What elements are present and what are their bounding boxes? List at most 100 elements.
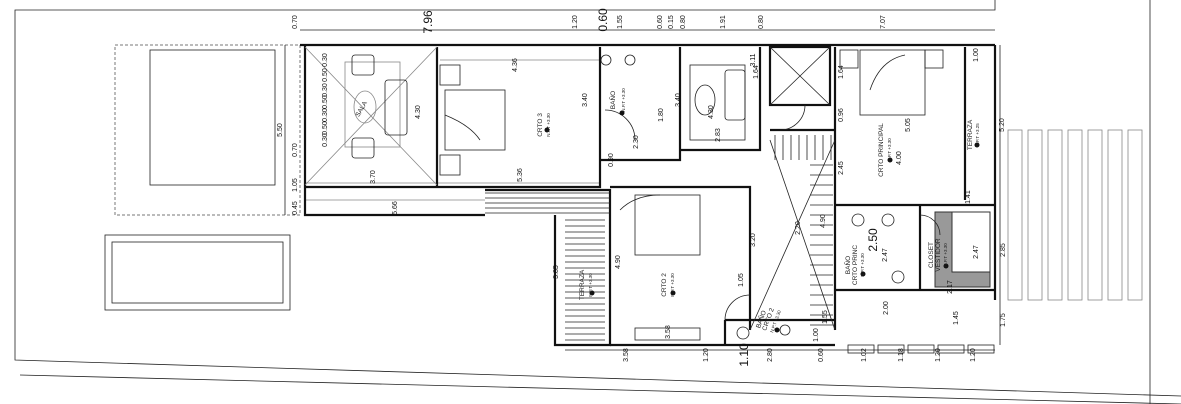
dimension-label: 3.40 [582,93,589,107]
dimension-label: 2.17 [947,280,954,294]
void-marks [304,46,836,331]
dimension-label: 0.80 [758,15,765,29]
level-closet: N.P.T +3.30 [943,243,948,267]
facade-slat [1127,129,1143,301]
dimension-label: 5.05 [905,118,912,132]
dimension-label: 2.20 [795,221,802,235]
dimension-label: 0.15 [668,15,675,29]
dimension-label: 3.70 [370,170,377,184]
room-label-closet: CLOSET [928,242,935,268]
dimension-label: 1.20 [970,348,977,362]
dimension-label: 2.80 [767,348,774,362]
dimension-label: 0.45 [292,201,299,215]
dimension-label: 1.02 [861,348,868,362]
dimension-lines [284,29,1001,351]
level-crto3: N.P.T +3.30 [546,113,551,137]
dimension-label: 4.90 [615,255,622,269]
dimension-label: 4.90 [820,214,827,228]
facade-slat [1107,129,1123,301]
window-sill [877,344,905,354]
level-markers [544,110,980,333]
dimension-label: 0.30 [322,108,329,122]
armchair [351,54,375,76]
doors [604,104,941,321]
dimension-label: 1.05 [738,273,745,287]
dimension-label: 4.36 [512,58,519,72]
window-sill [907,344,935,354]
dimension-label: 3.58 [665,325,672,339]
room-label-terraza: TERRAZA [967,119,974,150]
dimension-label: 1.64 [753,65,760,79]
sofa [724,69,746,121]
dimension-label: 1.55 [822,310,829,324]
level-terraza: N.P.T +3.25 [975,123,980,147]
dimension-label: 0.50 [322,68,329,82]
window-sill [937,344,965,354]
sofa [384,79,408,136]
dimension-label: 4.00 [896,151,903,165]
dimension-label: 5.50 [277,123,284,137]
dimension-label: 1.45 [953,311,960,325]
bed-principal [859,49,926,116]
dimension-label: 2.85 [1000,243,1007,257]
dimension-label: 0.30 [322,83,329,97]
dimension-label: 1.75 [1000,313,1007,327]
dimension-label: 0.60 [818,348,825,362]
dimension-label: 0.70 [292,143,299,157]
room-label-bano-principal: BAÑO [843,256,852,274]
dimension-label: 0.50 [322,121,329,135]
sink [600,54,612,66]
dimension-label: 2.47 [882,248,889,262]
staircase [485,135,833,341]
dimension-label: 0.50 [322,95,329,109]
dimension-label: 4.30 [708,105,715,119]
room-label-crto2: CRTO 2 [661,273,668,297]
dimension-label: 0.30 [322,53,329,67]
dimension-label: 0.30 [322,133,329,147]
dimension-label: 1.05 [292,178,299,192]
lot-boundary [14,0,1181,404]
dimension-label: 1.91 [720,15,727,29]
dimension-label: 0.80 [680,15,687,29]
facade-slat [1067,129,1083,301]
room-labels: SALA CRTO 3 N.P.T +3.30 BAÑO N.P.T +3.30… [355,88,980,334]
dimension-label: 5.20 [999,118,1006,132]
dimension-label: 1.55 [617,15,624,29]
dimension-label: 1.10 [737,343,751,367]
facade-slats [847,129,1143,354]
level-crto2: N.P.T +3.30 [670,273,675,297]
dimension-label: 1.20 [572,15,579,29]
facade-slat [1007,129,1023,301]
window-sill [847,344,875,354]
dimension-label: 1.20 [703,348,710,362]
bed-crto2 [634,194,701,256]
dimension-label: 7.96 [421,10,435,34]
dimension-label: 0.60 [657,15,664,29]
toilet [624,54,636,66]
room-label-crto3: CRTO 3 [537,113,544,137]
dimension-label: 1.41 [965,190,972,204]
dimension-label: 4.30 [415,105,422,119]
room-label-sala: SALA [355,100,370,118]
dimension-label: 1.80 [658,108,665,122]
dimension-label: 2.50 [866,228,880,252]
furniture [344,49,944,341]
dimension-label: 2.30 [633,135,640,149]
dimension-label: 0.90 [608,153,615,167]
dimension-label: 2.47 [973,245,980,259]
room-label-bano-principal-2: CRTO PRINC [852,245,859,286]
dimension-label: 1.20 [935,348,942,362]
window-sill [967,344,995,354]
room-label-bano: BAÑO [608,91,617,109]
dimension-label: 5.36 [517,168,524,182]
dimension-label: 3.40 [675,93,682,107]
facade-slat [1087,129,1103,301]
dimension-label: 0.60 [596,8,610,32]
dimension-label: 3.20 [750,233,757,247]
dimension-label: 2.83 [715,128,722,142]
dimension-label: 1.18 [898,348,905,362]
dimension-label: 0.70 [292,15,299,29]
dimension-label: 1.64 [838,65,845,79]
dimension-labels: 0.70 7.96 1.20 0.60 1.55 0.60 0.15 0.80 1.91 0.80… [277,8,1007,367]
